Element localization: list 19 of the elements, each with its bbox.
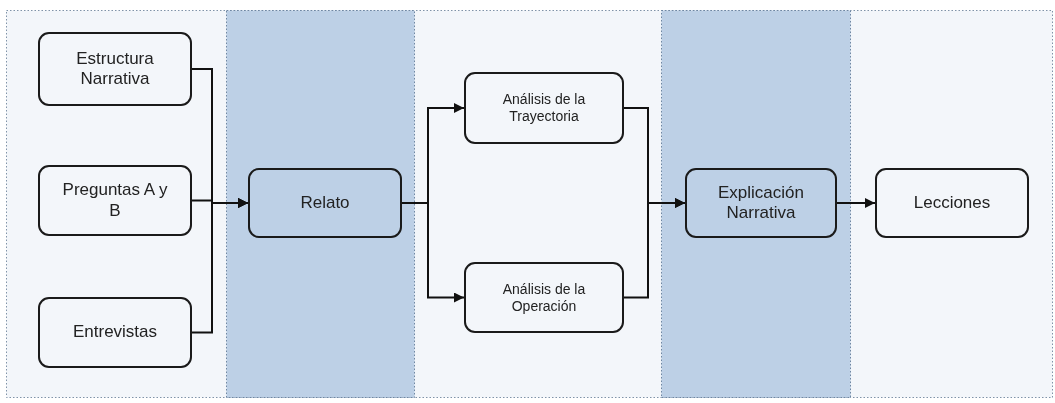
process-box bbox=[464, 72, 624, 144]
process-box bbox=[875, 168, 1029, 238]
process-box bbox=[38, 297, 192, 368]
box-label: Análisis de la Trayectoria bbox=[501, 91, 587, 125]
box-label: Análisis de la Operación bbox=[501, 280, 587, 315]
process-box bbox=[38, 32, 192, 106]
box-label: Lecciones bbox=[913, 192, 991, 214]
process-box bbox=[464, 262, 624, 333]
arrow bbox=[191, 198, 249, 334]
process-box bbox=[248, 168, 402, 238]
arrow bbox=[836, 198, 876, 208]
box-label: Estructura Narrativa bbox=[75, 48, 155, 90]
box-label: Entrevistas bbox=[72, 322, 158, 343]
process-box bbox=[685, 168, 837, 238]
arrow bbox=[623, 198, 686, 299]
box-label: Relato bbox=[300, 192, 350, 214]
box-label: Explicación Narrativa bbox=[717, 182, 805, 224]
box-label: Preguntas A y B bbox=[61, 180, 169, 221]
process-box bbox=[38, 165, 192, 236]
